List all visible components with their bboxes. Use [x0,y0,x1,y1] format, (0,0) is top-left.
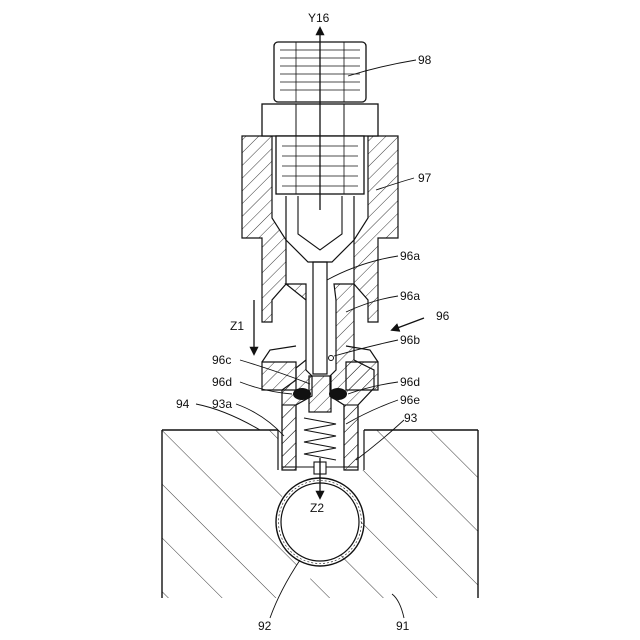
label-93: 93 [404,411,418,425]
label-y16: Y16 [308,11,330,25]
valve-stem [309,262,334,412]
label-96: 96 [436,309,450,323]
label-z1: Z1 [230,319,244,333]
label-91: 91 [396,619,410,633]
label-z2: Z2 [310,501,324,515]
label-98: 98 [418,53,432,67]
label-96e: 96e [400,393,420,407]
label-97: 97 [418,171,432,185]
label-94: 94 [176,397,190,411]
label-96d-right: 96d [400,375,420,389]
label-96c: 96c [212,353,231,367]
label-92: 92 [258,619,272,633]
label-96a-upper: 96a [400,249,420,263]
label-96d-left: 96d [212,375,232,389]
label-96b: 96b [400,333,420,347]
label-93a: 93a [212,397,232,411]
label-96a-lower: 96a [400,289,420,303]
